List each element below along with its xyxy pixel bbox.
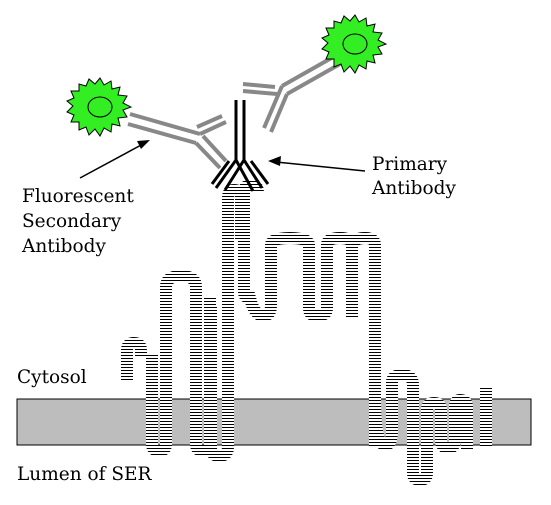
arrow-to-primary-antibody	[268, 156, 366, 172]
membrane-protein-chain	[121, 178, 492, 487]
arrow-to-secondary-antibody	[79, 140, 150, 179]
label-line: Fluorescent	[22, 186, 134, 207]
fluorophore-right	[321, 14, 388, 74]
primary-antibody-label: Primary Antibody	[371, 154, 456, 199]
fluorescent-secondary-antibody-label: Fluorescent Secondary Antibody	[21, 186, 140, 257]
cytosol-label: Cytosol	[17, 367, 87, 388]
label-line: Antibody	[21, 236, 106, 257]
secondary-antibody-right	[242, 54, 341, 133]
label-line: Primary	[372, 154, 448, 175]
fluorophore-left	[66, 77, 133, 137]
secondary-antibody-left	[127, 112, 228, 170]
label-line: Antibody	[371, 178, 456, 199]
lumen-label: Lumen of SER	[17, 464, 153, 485]
label-line: Secondary	[22, 211, 122, 232]
primary-antibody	[210, 100, 270, 192]
